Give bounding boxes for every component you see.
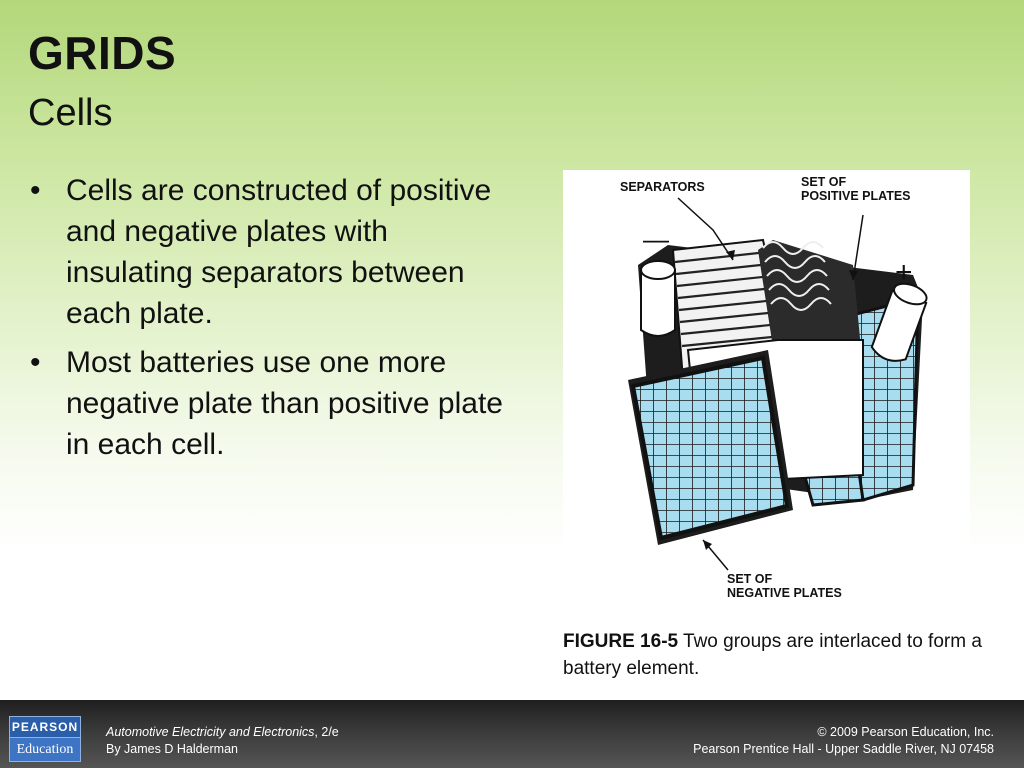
positive-plates-leader <box>852 214 864 281</box>
figure-caption: FIGURE 16-5 Two groups are interlaced to… <box>563 628 983 682</box>
caption-id: FIGURE 16-5 <box>563 631 679 652</box>
bullet-item: • Most batteries use one more negative p… <box>28 342 508 465</box>
logo-top-text: PEARSON <box>10 717 80 738</box>
positive-plates-label-line2: POSITIVE PLATES <box>801 189 911 203</box>
bullet-list: • Cells are constructed of positive and … <box>28 170 508 473</box>
front-negative-plate <box>628 350 793 545</box>
separators-label: SEPARATORS <box>620 180 705 194</box>
negative-terminal <box>640 260 676 337</box>
pearson-logo: PEARSON Education <box>9 716 81 762</box>
footer-edition: , 2/e <box>314 725 339 739</box>
slide-subtitle: Cells <box>28 92 113 134</box>
positive-plates-label-line1: SET OF <box>801 175 847 189</box>
bullet-text: Cells are constructed of positive and ne… <box>66 174 492 330</box>
negative-plates-label-line2: NEGATIVE PLATES <box>727 586 842 600</box>
bullet-dot: • <box>30 346 41 379</box>
negative-plates-label-line1: SET OF <box>727 572 773 586</box>
logo-bottom-text: Education <box>10 738 80 761</box>
positive-terminal <box>870 282 928 362</box>
plus-sign: + <box>895 256 913 289</box>
bullet-dot: • <box>30 174 41 207</box>
footer-book-title: Automotive Electricity and Electronics <box>106 725 315 739</box>
footer-bar: PEARSON Education Automotive Electricity… <box>0 700 1024 768</box>
separators-leader <box>677 197 734 261</box>
battery-element-illustration: SEPARATORS SET OF POSITIVE PLATES SET OF… <box>620 175 928 600</box>
footer-copyright-info: © 2009 Pearson Education, Inc. Pearson P… <box>693 724 994 758</box>
caption-text: Two groups are interlaced to form a batt… <box>563 631 982 679</box>
minus-sign: — <box>643 224 669 254</box>
slide-title: GRIDS <box>28 27 177 79</box>
footer-copyright: © 2009 Pearson Education, Inc. <box>817 725 994 739</box>
footer-book-info: Automotive Electricity and Electronics, … <box>106 724 339 758</box>
bullet-text: Most batteries use one more negative pla… <box>66 346 503 461</box>
footer-author: By James D Halderman <box>106 742 238 756</box>
battery-element-figure: SEPARATORS SET OF POSITIVE PLATES SET OF… <box>563 170 970 605</box>
bullet-item: • Cells are constructed of positive and … <box>28 170 508 334</box>
footer-publisher: Pearson Prentice Hall - Upper Saddle Riv… <box>693 742 994 756</box>
